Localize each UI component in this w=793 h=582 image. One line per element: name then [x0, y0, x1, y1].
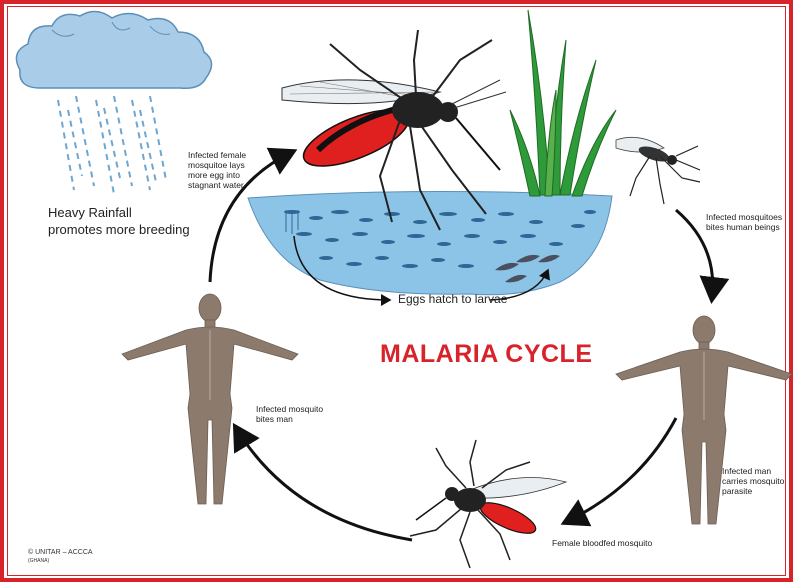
- carries-parasite-line-2: carries mosquito: [722, 476, 784, 486]
- female-lays-line-2: mosquitoe lays: [188, 160, 246, 170]
- arrow-man-to-mosquito: [566, 418, 676, 522]
- bites-man-line-1: Infected mosquito: [256, 404, 323, 414]
- water-pond: [248, 191, 612, 294]
- rainfall-line-2: promotes more breeding: [48, 221, 190, 238]
- cloud-icon: [16, 11, 211, 88]
- credit-country: (GHANA): [28, 558, 49, 564]
- eggs-hatch-label: Eggs hatch to larvae: [398, 292, 507, 306]
- bites-humans-line-2: bites human beings: [706, 222, 782, 232]
- rainfall-line-1: Heavy Rainfall: [48, 204, 190, 221]
- copyright-icon: ©: [28, 549, 33, 556]
- carries-parasite-line-1: Infected man: [722, 466, 784, 476]
- bites-man-line-2: bites man: [256, 414, 323, 424]
- rainfall-label: Heavy Rainfall promotes more breeding: [48, 204, 190, 238]
- bites-humans-label: Infected mosquitoes bites human beings: [706, 212, 782, 232]
- credit-org: UNITAR – ACCCA: [35, 549, 92, 556]
- female-lays-line-4: stagnant water: [188, 180, 246, 190]
- credit-text: © UNITAR – ACCCA (GHANA): [28, 549, 93, 565]
- arrow-mosquito-to-man: [236, 428, 412, 540]
- carries-parasite-line-3: parasite: [722, 486, 784, 496]
- female-lays-label: Infected female mosquitoe lays more egg …: [188, 150, 246, 190]
- reeds: [510, 10, 616, 196]
- rain-streaks: [58, 96, 166, 194]
- bites-man-label: Infected mosquito bites man: [256, 404, 323, 424]
- diagram-title: MALARIA CYCLE: [380, 340, 593, 369]
- bloodfed-label: Female bloodfed mosquito: [552, 538, 652, 548]
- female-lays-line-3: more egg into: [188, 170, 246, 180]
- bloodfed-mosquito-icon: [410, 440, 566, 568]
- female-lays-line-1: Infected female: [188, 150, 246, 160]
- small-mosquito-icon: [616, 137, 700, 204]
- bites-humans-line-1: Infected mosquitoes: [706, 212, 782, 222]
- carries-parasite-label: Infected man carries mosquito parasite: [722, 466, 784, 496]
